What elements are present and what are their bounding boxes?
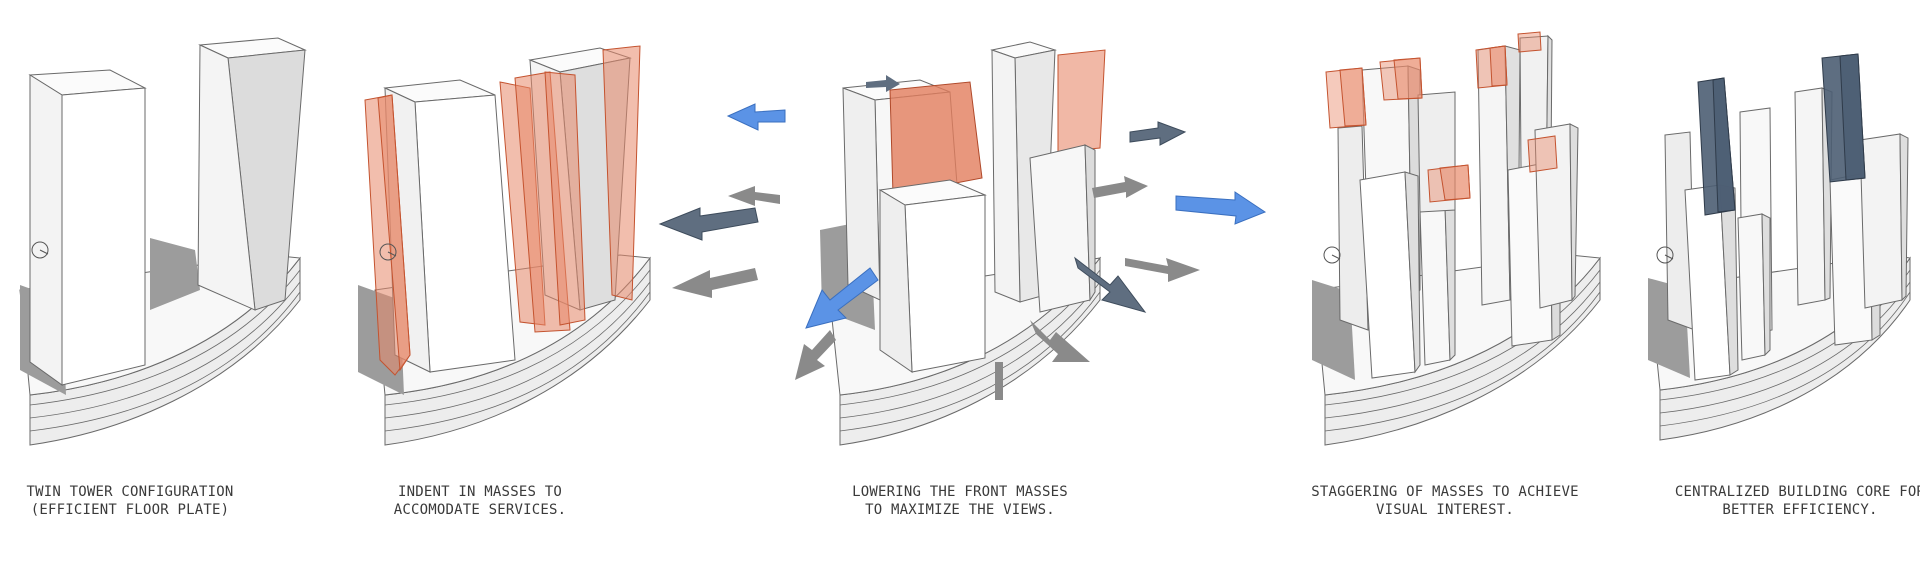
tower-right xyxy=(197,37,307,311)
tower-left xyxy=(383,79,516,373)
staggered-towers xyxy=(1337,34,1579,379)
view-arrow-icon xyxy=(1125,258,1200,282)
panel-caption: LOWERING THE FRONT MASSES TO MAXIMIZE TH… xyxy=(780,483,1140,519)
view-arrow-icon xyxy=(1129,121,1187,146)
caption-line: CENTRALIZED BUILDING CORE FOR xyxy=(1674,484,1920,500)
view-arrow-icon xyxy=(728,186,780,206)
cast-shadow xyxy=(150,238,200,310)
panel-5-centralized-core xyxy=(1648,53,1911,441)
tower-left xyxy=(28,69,147,386)
caption-line: TO MAXIMIZE THE VIEWS. xyxy=(865,502,1055,518)
view-arrow-icon xyxy=(1175,191,1267,225)
caption-line: (EFFICIENT FLOOR PLATE) xyxy=(30,502,230,518)
panel-caption: INDENT IN MASSES TO ACCOMODATE SERVICES. xyxy=(300,483,660,519)
podium-gap-shadow xyxy=(995,362,1003,400)
panel-caption: TWIN TOWER CONFIGURATION (EFFICIENT FLOO… xyxy=(0,483,310,519)
view-arrow-icon xyxy=(1074,256,1147,313)
view-arrow-icon xyxy=(658,207,759,241)
staggered-mass-volumes xyxy=(1325,31,1558,203)
panel-caption: CENTRALIZED BUILDING CORE FOR BETTER EFF… xyxy=(1620,483,1920,519)
building-core-volumes xyxy=(1697,53,1866,216)
caption-line: VISUAL INTEREST. xyxy=(1375,502,1515,518)
north-symbol-icon xyxy=(1323,246,1341,264)
view-arrow-icon xyxy=(726,103,786,131)
panel-caption: STAGGERING OF MASSES TO ACHIEVE VISUAL I… xyxy=(1265,483,1625,519)
view-arrow-icon xyxy=(805,267,879,329)
view-arrow-icon xyxy=(866,75,900,92)
panel-4-staggered-masses xyxy=(1312,31,1601,446)
tower-front-left xyxy=(878,179,987,373)
view-arrow-icon xyxy=(672,268,758,298)
panel-1-twin-towers xyxy=(19,37,307,446)
panel-3-lowered-front-masses xyxy=(658,41,1267,446)
caption-line: TWIN TOWER CONFIGURATION xyxy=(26,484,234,500)
tower-back-right xyxy=(990,41,1106,313)
service-indent-volumes xyxy=(364,45,641,376)
view-arrow-icon xyxy=(1030,320,1090,362)
caption-line: LOWERING THE FRONT MASSES xyxy=(852,484,1068,500)
north-symbol-icon xyxy=(1656,246,1674,264)
view-arrow-icon xyxy=(795,330,836,380)
panel-2-indent-masses xyxy=(358,45,651,446)
view-arrow-icon xyxy=(1092,176,1148,198)
caption-line: BETTER EFFICIENCY. xyxy=(1722,502,1878,518)
north-symbol-icon xyxy=(31,241,49,259)
north-symbol-icon xyxy=(379,243,397,261)
caption-line: INDENT IN MASSES TO xyxy=(398,484,562,500)
caption-line: ACCOMODATE SERVICES. xyxy=(393,502,567,518)
view-arrows xyxy=(658,75,1267,380)
lowered-mass-volume xyxy=(889,81,983,196)
caption-line: STAGGERING OF MASSES TO ACHIEVE xyxy=(1311,484,1579,500)
